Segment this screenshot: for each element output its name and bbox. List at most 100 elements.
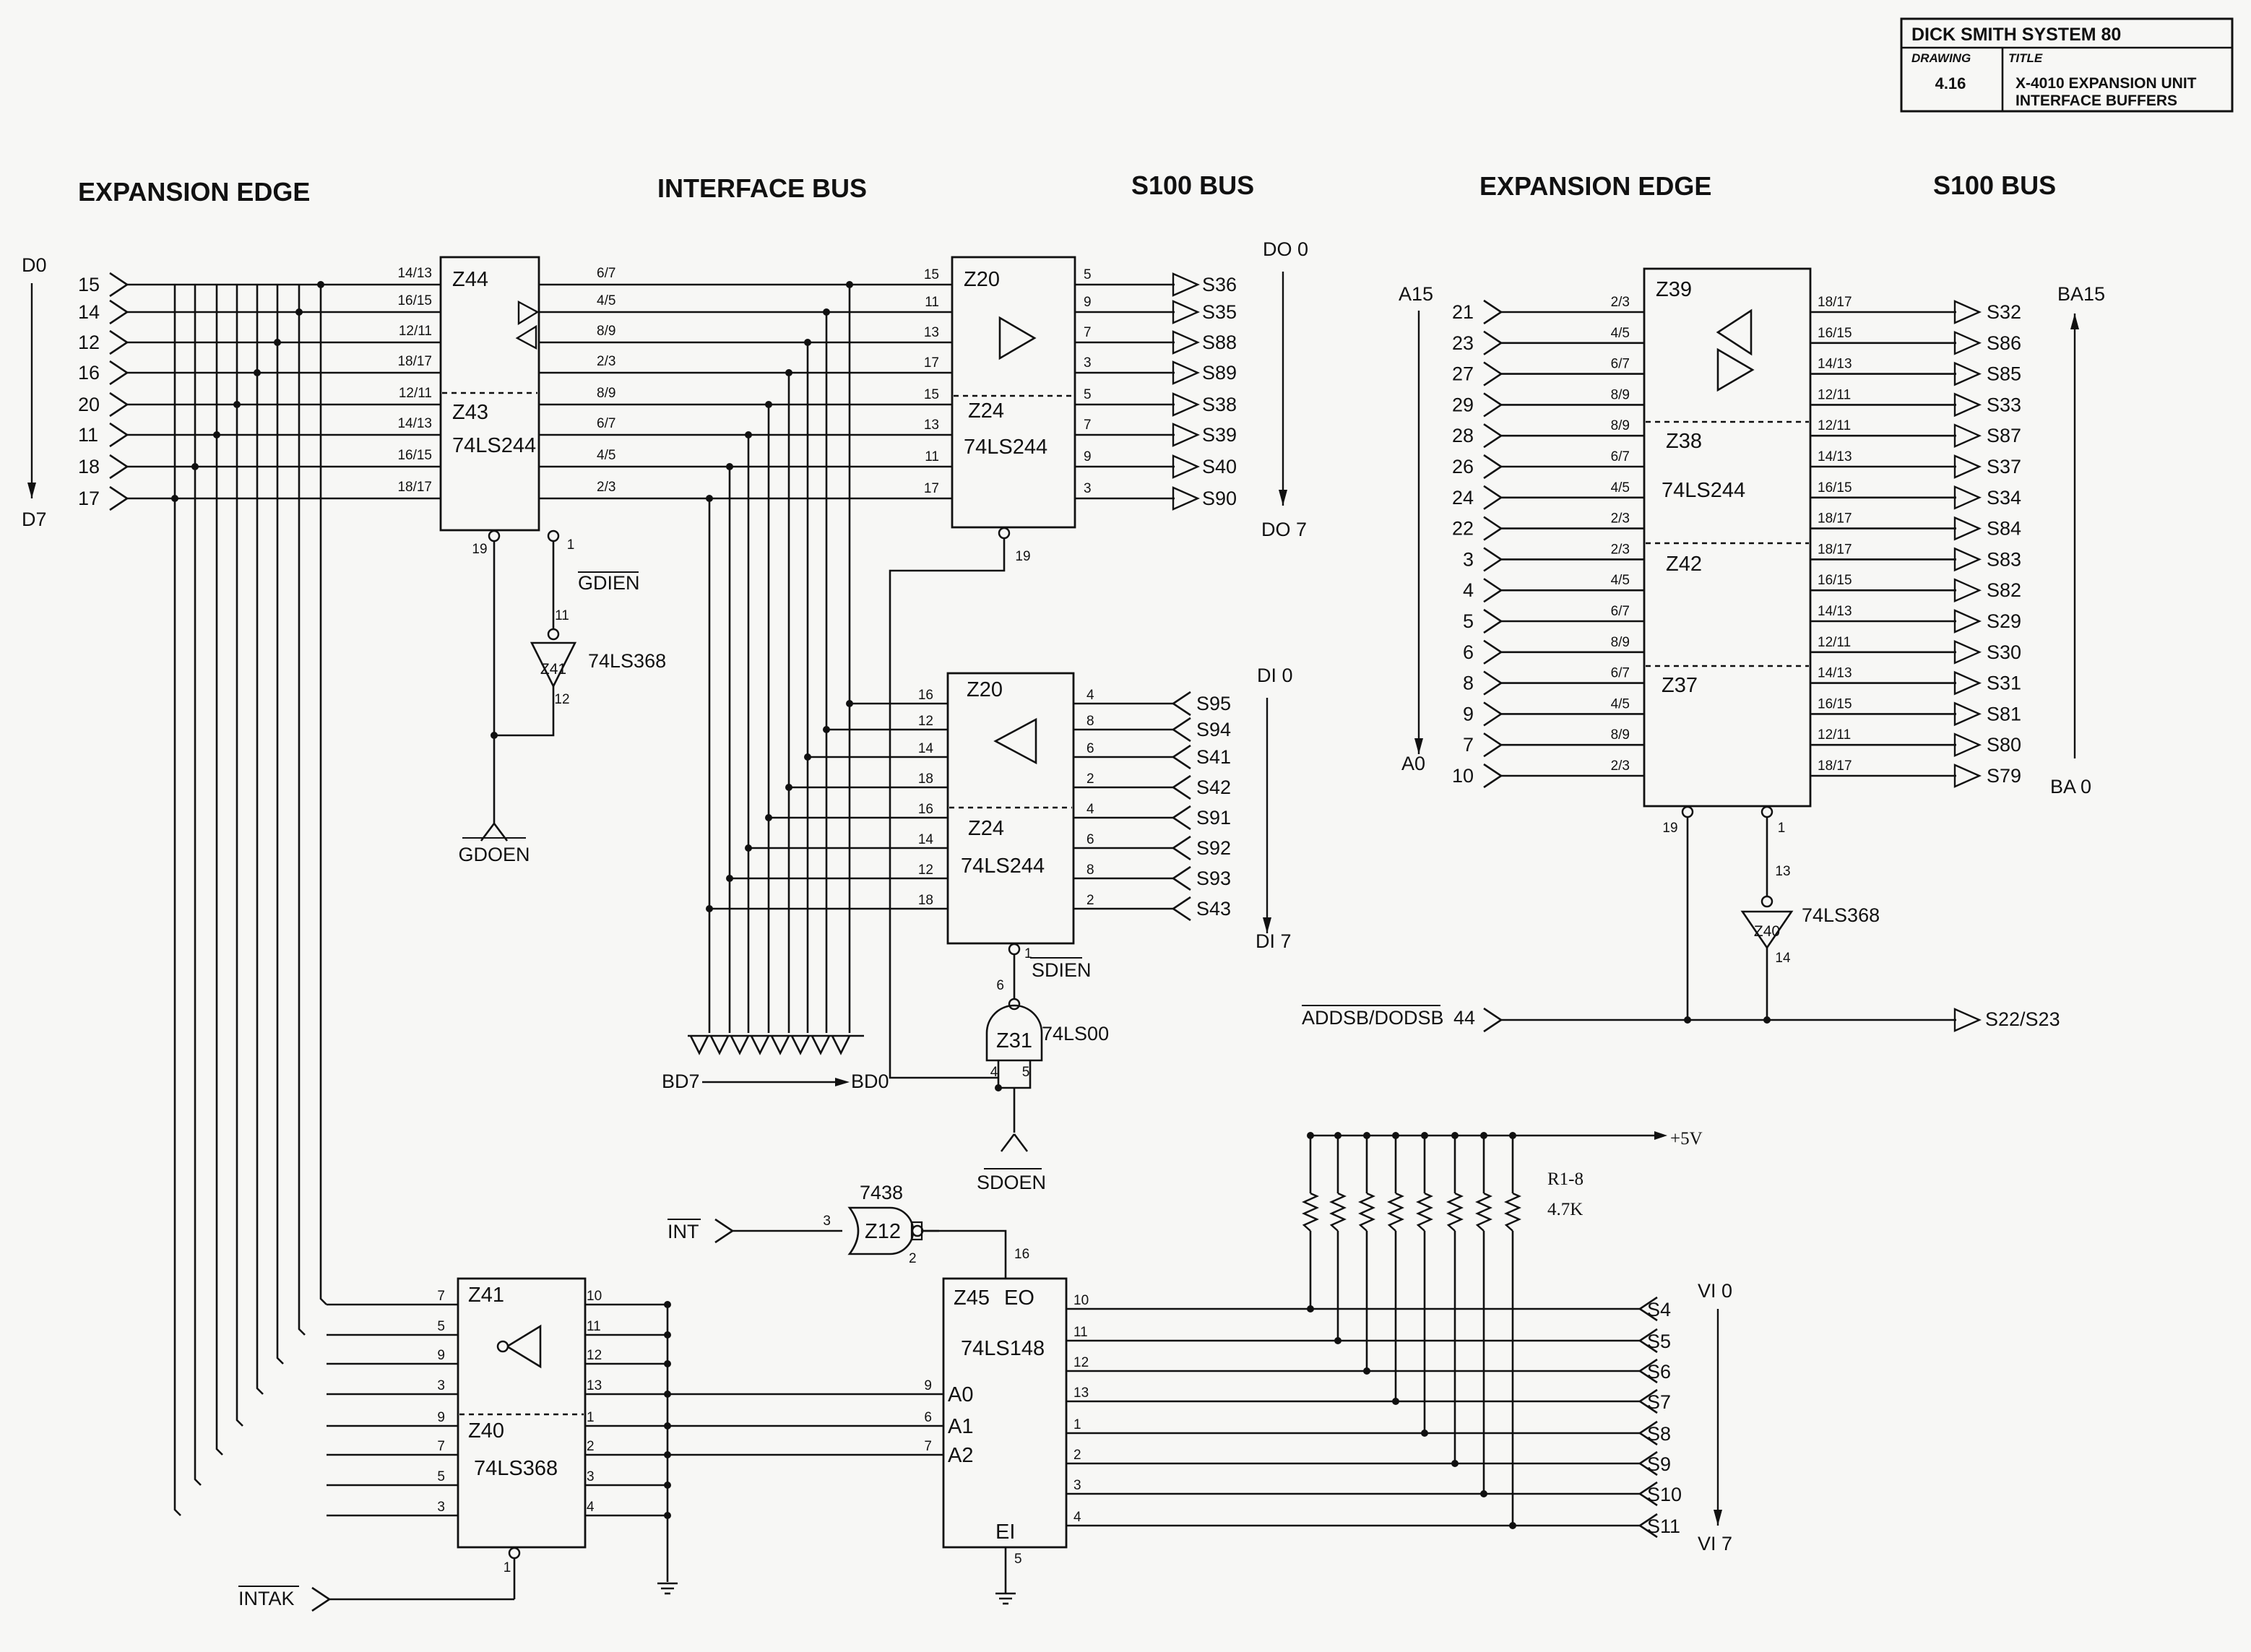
z31-pin6: 6: [996, 978, 1004, 993]
z45-right-pin: 10: [1073, 1293, 1089, 1308]
addr-right-pin: 12/11: [1818, 387, 1851, 402]
z37-label: Z37: [1662, 674, 1698, 697]
r-label: R1-8: [1547, 1169, 1584, 1189]
di-input-chevron: [1171, 835, 1191, 861]
edge-connector: [109, 360, 129, 386]
z31-in-join: [997, 1082, 1032, 1089]
z41-out-wire: [494, 686, 555, 737]
intak-connector: [311, 1586, 332, 1612]
z20-pin19: 19: [1015, 549, 1030, 564]
sdoen-wire: [889, 538, 1006, 1079]
z44-out-pin: 4/5: [597, 293, 615, 308]
junction-dot: [1763, 1016, 1771, 1024]
z45-a-pin: 6: [924, 1410, 932, 1425]
vi-connector: [1638, 1420, 1658, 1446]
bd-fork: [709, 1035, 730, 1055]
z44-z43-chip: [439, 256, 540, 532]
z24b-label: Z24: [968, 817, 1004, 840]
resistor-7: [1475, 1192, 1492, 1232]
addr-output-S85: S85: [1987, 363, 2021, 385]
sdoen-fork: [1000, 1133, 1016, 1152]
z20b-buffer-icon: [993, 717, 1037, 765]
z20b-right-pin: 8: [1086, 714, 1094, 729]
int-vector-wire: [215, 285, 223, 1456]
junction-dot: [726, 463, 733, 470]
vi-output-S4: S4: [1647, 1299, 1671, 1320]
addr-left-pin: 4/5: [1611, 696, 1630, 712]
z44-in-pin: 12/11: [399, 386, 432, 401]
z41i-left-pin: 5: [437, 1469, 445, 1484]
buffer-left-icon: [515, 324, 537, 350]
addr-left-pin: 4/5: [1611, 573, 1630, 588]
addr-output-arrow: [1953, 547, 1982, 572]
z12-part: 7438: [860, 1182, 903, 1203]
z45-eo: EO: [1004, 1286, 1034, 1310]
z41-buffer: [530, 641, 577, 688]
z45-right-pin: 4: [1073, 1510, 1081, 1525]
z44-pin19-bubble: [488, 529, 501, 542]
vi-connector: [1638, 1358, 1658, 1384]
sdoen-fork: [1013, 1133, 1029, 1152]
addr-left-pin: 6/7: [1611, 604, 1630, 619]
label-di0: DI 0: [1257, 665, 1293, 686]
edge-pin-12: 12: [78, 332, 100, 353]
edge-connector: [1483, 608, 1503, 634]
di-input-chevron: [1171, 691, 1191, 717]
edge-connector: [1483, 547, 1503, 572]
z44-in-pin: 12/11: [399, 324, 432, 339]
edge-connector: [1483, 578, 1503, 603]
do-output-arrow: [1172, 423, 1200, 447]
z20-part: 74LS244: [964, 436, 1047, 459]
bd-fork: [811, 1035, 831, 1055]
di-input-chevron: [1171, 744, 1191, 770]
header-s100-bus-left: S100 BUS: [1131, 170, 1254, 200]
z20-in-pin: 17: [924, 481, 939, 496]
z44-in-pin: 18/17: [397, 480, 432, 495]
do-output-arrow: [1172, 392, 1200, 417]
vi-connector: [1638, 1513, 1658, 1539]
edge-connector: [109, 272, 129, 298]
z41i-pin1: 1: [504, 1560, 511, 1575]
edge-connector: [1483, 516, 1503, 541]
z42-label: Z42: [1666, 553, 1702, 576]
z24b-pin1-bubble: [1008, 943, 1021, 956]
edge-connector: [1483, 392, 1503, 418]
edge-connector: [1483, 361, 1503, 386]
edge-connector: [109, 422, 129, 448]
addr-output-arrow: [1953, 670, 1982, 696]
z41i-right-pin: 12: [587, 1348, 602, 1363]
addr-edge-pin-4: 4: [1463, 579, 1474, 601]
int-vector-wire: [236, 285, 243, 1427]
addr-edge-pin-10: 10: [1452, 765, 1474, 787]
int-vector-wire: [256, 285, 264, 1395]
addr-left-pin: 4/5: [1611, 480, 1630, 496]
addr-output-arrow: [1953, 701, 1982, 727]
z20-out-pin: 3: [1084, 355, 1092, 371]
int-connector: [714, 1218, 735, 1244]
di-input-S41: S41: [1196, 746, 1231, 768]
z31-label: Z31: [996, 1029, 1032, 1052]
z45-chip: [942, 1277, 1068, 1549]
title-block: [1900, 17, 2234, 113]
z41-label: Z41: [540, 661, 566, 678]
bd-fork: [831, 1035, 851, 1055]
addr-right-pin: 16/15: [1818, 573, 1852, 588]
z45-right-pin: 2: [1073, 1448, 1081, 1463]
z45-right-pin: 13: [1073, 1385, 1089, 1401]
vi-connector: [1638, 1481, 1658, 1507]
addr-left-pin: 8/9: [1611, 418, 1630, 433]
vi-output-S9: S9: [1647, 1453, 1671, 1475]
vi-connector: [1638, 1388, 1658, 1414]
z45-a-label: A2: [948, 1444, 973, 1467]
z41i-left-pin: 3: [437, 1378, 445, 1393]
vi-output-S5: S5: [1647, 1331, 1671, 1352]
z44-out-pin: 8/9: [597, 324, 615, 339]
label-d7: D7: [22, 509, 47, 530]
edge-connector: [109, 392, 129, 418]
addsb-output-arrow: [1953, 1008, 1982, 1032]
edge-connector: [109, 485, 129, 511]
addr-output-arrow: [1953, 300, 1982, 324]
intak-label: INTAK: [238, 1588, 295, 1609]
di-input-S43: S43: [1196, 898, 1231, 920]
